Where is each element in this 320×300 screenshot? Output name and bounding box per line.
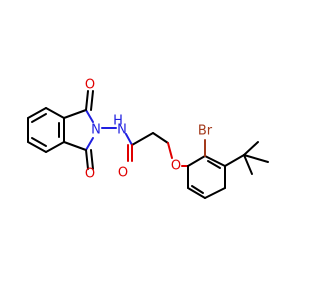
atom-o-ether: O bbox=[171, 159, 181, 174]
imide-carbonyls bbox=[85, 90, 94, 170]
bromophenyl-ring bbox=[181, 155, 226, 199]
imide-ring bbox=[63, 109, 94, 151]
amide-linkage bbox=[125, 132, 173, 162]
molecule-structure: O O N H N O O Br bbox=[27, 78, 269, 199]
atom-h-amide: H bbox=[113, 114, 123, 129]
phthalimide-benzene-ring bbox=[27, 107, 65, 153]
atom-br: Br bbox=[198, 124, 213, 139]
atom-n-imide: N bbox=[91, 123, 101, 138]
atom-n-amide: N bbox=[117, 123, 127, 138]
atom-o-bottom: O bbox=[85, 167, 95, 182]
tert-butyl-group bbox=[224, 141, 269, 175]
atom-o-carbonyl: O bbox=[118, 166, 128, 181]
atom-o-top: O bbox=[85, 78, 95, 93]
